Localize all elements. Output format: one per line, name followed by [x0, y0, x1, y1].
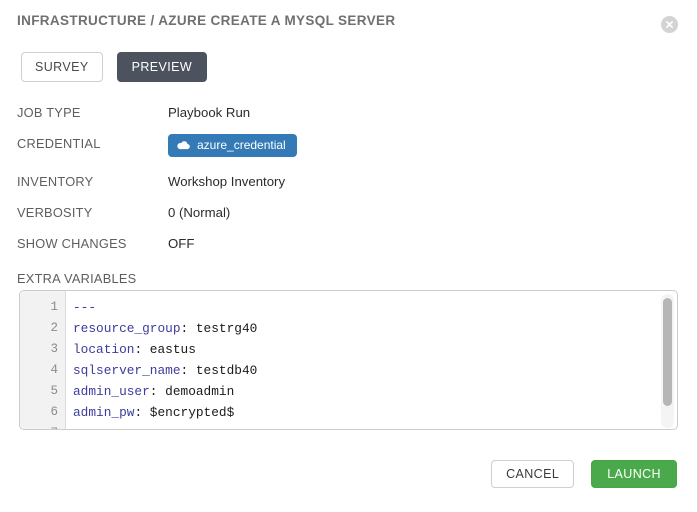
- tab-survey[interactable]: SURVEY: [21, 52, 103, 82]
- detail-row-job-type: JOB TYPE Playbook Run: [17, 103, 617, 125]
- extra-variables-label: EXTRA VARIABLES: [17, 271, 137, 286]
- tab-preview[interactable]: PREVIEW: [116, 52, 208, 82]
- job-details-list: JOB TYPE Playbook Run CREDENTIAL azure_c…: [17, 103, 617, 265]
- launch-button[interactable]: LAUNCH: [591, 460, 677, 488]
- yaml-sep: :: [180, 363, 189, 378]
- detail-row-inventory: INVENTORY Workshop Inventory: [17, 172, 617, 194]
- code-line: admin_user: demoadmin: [73, 381, 677, 402]
- line-number: 1: [50, 300, 58, 314]
- cancel-button[interactable]: CANCEL: [491, 460, 575, 488]
- detail-value-verbosity: 0 (Normal): [168, 205, 231, 220]
- detail-label-credential: CREDENTIAL: [17, 136, 101, 151]
- dialog-header: INFRASTRUCTURE / AZURE CREATE A MYSQL SE…: [17, 13, 657, 28]
- yaml-doc-start: ---: [73, 300, 97, 315]
- detail-value-credential: azure_credential: [168, 134, 297, 157]
- code-line: location: eastus: [73, 339, 677, 360]
- detail-label-job-type: JOB TYPE: [17, 105, 81, 120]
- yaml-sep: :: [134, 405, 143, 420]
- code-line: ---: [73, 297, 677, 318]
- page-title: INFRASTRUCTURE / AZURE CREATE A MYSQL SE…: [17, 13, 396, 28]
- line-number: 5: [50, 384, 58, 398]
- detail-label-show-changes: SHOW CHANGES: [17, 236, 127, 251]
- code-line: [73, 423, 677, 429]
- detail-value-show-changes: OFF: [168, 236, 195, 251]
- code-line: sqlserver_name: testdb40: [73, 360, 677, 381]
- cloud-icon: [177, 140, 190, 150]
- yaml-value: demoadmin: [157, 384, 235, 399]
- view-toggle-group: SURVEY PREVIEW: [21, 52, 208, 82]
- code-line: admin_pw: $encrypted$: [73, 402, 677, 423]
- editor-vertical-scrollbar[interactable]: [661, 294, 674, 428]
- detail-value-job-type: Playbook Run: [168, 105, 251, 120]
- detail-label-inventory: INVENTORY: [17, 174, 94, 189]
- yaml-key: admin_pw: [73, 405, 135, 420]
- line-number: 6: [50, 405, 58, 419]
- editor-scrollbar-thumb[interactable]: [663, 298, 672, 406]
- detail-value-inventory: Workshop Inventory: [168, 174, 286, 189]
- yaml-sep: :: [149, 384, 158, 399]
- close-icon[interactable]: [661, 16, 678, 33]
- yaml-value: testdb40: [188, 363, 258, 378]
- yaml-value: testrg40: [188, 321, 258, 336]
- detail-row-verbosity: VERBOSITY 0 (Normal): [17, 203, 617, 225]
- detail-label-verbosity: VERBOSITY: [17, 205, 93, 220]
- extra-variables-editor[interactable]: 1 2 3 4 5 6 7 --- resource_group: testrg…: [19, 290, 678, 430]
- yaml-code-area[interactable]: --- resource_group: testrg40 location: e…: [66, 291, 677, 429]
- credential-badge[interactable]: azure_credential: [168, 134, 297, 157]
- detail-row-show-changes: SHOW CHANGES OFF: [17, 234, 617, 256]
- yaml-sep: :: [180, 321, 189, 336]
- dialog-footer: CANCEL LAUNCH: [491, 460, 677, 488]
- line-number: 7: [20, 423, 65, 429]
- code-line: resource_group: testrg40: [73, 318, 677, 339]
- yaml-value: $encrypted$: [142, 405, 235, 420]
- yaml-key: resource_group: [73, 321, 181, 336]
- line-number: 3: [50, 342, 58, 356]
- yaml-key: location: [73, 342, 135, 357]
- line-number: 4: [50, 363, 58, 377]
- credential-name: azure_credential: [197, 138, 286, 152]
- yaml-key: admin_user: [73, 384, 150, 399]
- yaml-sep: :: [134, 342, 143, 357]
- line-number-gutter: 1 2 3 4 5 6 7: [20, 291, 66, 429]
- yaml-key: sqlserver_name: [73, 363, 181, 378]
- line-number: 2: [50, 321, 58, 335]
- yaml-value: eastus: [142, 342, 196, 357]
- detail-row-credential: CREDENTIAL azure_credential: [17, 134, 617, 157]
